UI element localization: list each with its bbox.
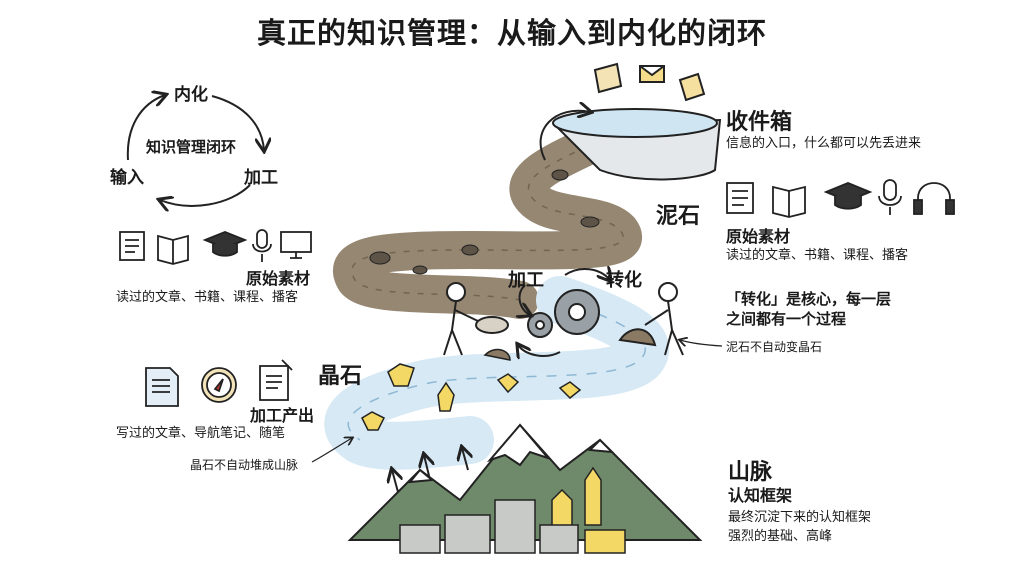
left-output-desc: 写过的文章、导航笔记、随笔	[116, 426, 286, 441]
mountain-range	[347, 423, 703, 541]
left-materials-heading: 原始素材	[246, 269, 311, 288]
mountain-subheading: 认知框架	[728, 486, 793, 505]
gear-icons	[527, 289, 600, 338]
cycle-arrows	[126, 95, 264, 206]
cycle-center-label: 知识管理闭环	[146, 138, 237, 156]
left-material-icons	[119, 229, 312, 265]
right-materials-heading: 原始素材	[726, 227, 791, 246]
stone-blocks	[399, 499, 626, 554]
mud-note: 泥石不自动变晶石	[726, 340, 823, 354]
transform-note-line1: 「转化」是核心，每一层	[726, 290, 892, 308]
cycle-label-internalize: 内化	[174, 85, 208, 105]
left-output-icons	[145, 359, 293, 407]
mountain-line2: 强烈的基础、高峰	[728, 529, 833, 544]
process-label: 加工	[508, 270, 544, 291]
cycle-label-process: 加工	[244, 168, 278, 188]
transform-note-line2: 之间都有一个过程	[726, 310, 847, 328]
right-materials-desc: 读过的文章、书籍、课程、播客	[726, 248, 909, 263]
mud-river	[333, 121, 642, 319]
left-materials-desc: 读过的文章、书籍、课程、播客	[116, 290, 299, 305]
cycle-label-input: 输入	[110, 168, 144, 188]
worker-figures	[443, 282, 684, 356]
mountain-line1: 最终沉淀下来的认知框架	[728, 510, 872, 525]
inbox-heading: 收件箱	[726, 110, 793, 135]
transform-label: 转化	[606, 270, 642, 291]
mud-stones	[369, 169, 600, 275]
inbox-desc: 信息的入口，什么都可以先丢进来	[726, 136, 922, 151]
mountain-heading: 山脉	[728, 460, 773, 485]
mountain-crystals	[551, 466, 602, 531]
mud-label: 泥石	[656, 204, 701, 229]
crystals	[361, 363, 582, 431]
right-material-icons	[726, 179, 955, 218]
left-output-heading: 加工产出	[250, 406, 315, 425]
crystal-note: 晶石不自动堆成山脉	[190, 458, 299, 472]
page-title: 真正的知识管理：从输入到内化的闭环	[256, 16, 767, 50]
inbox-bowl	[552, 62, 722, 181]
crystal-label: 晶石	[318, 364, 363, 389]
